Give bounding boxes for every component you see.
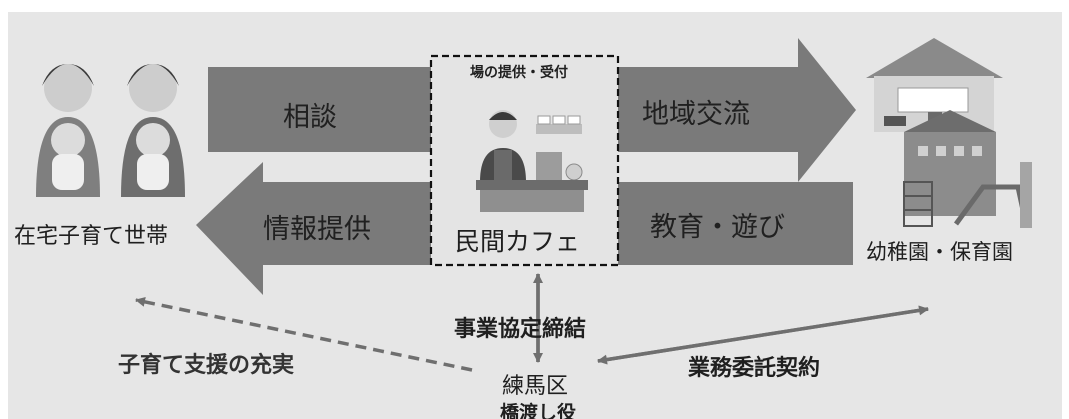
diagram-graphics: [36, 38, 1032, 372]
education-label: 教育・遊び: [650, 212, 785, 243]
cafe-box: [429, 54, 620, 267]
kindergarten-illustration: [866, 38, 1032, 228]
consignment-arrow-back: [597, 307, 929, 365]
ward-role: 橋渡し役: [500, 402, 577, 419]
consignment-label: 業務委託契約: [688, 356, 821, 381]
agreement-label: 事業協定締結: [454, 317, 587, 342]
households-label: 在宅子育て世帯: [14, 224, 169, 249]
cafe-staff-illustration: [476, 110, 588, 212]
consult-label: 相談: [283, 102, 337, 133]
kindergarten-label: 幼稚園・保育園: [866, 240, 1013, 264]
ward-name: 練馬区: [502, 374, 569, 399]
diagram-canvas: 相談 地域交流 情報提供 教育・遊び 場の提供・受付 民間カフェ 在宅子育て世帯…: [8, 12, 1062, 419]
childcare-support-arrow: [135, 296, 473, 372]
info-label: 情報提供: [263, 214, 371, 245]
cafe-top-label: 場の提供・受付: [470, 65, 568, 81]
cafe-name: 民間カフェ: [455, 227, 581, 256]
households-illustration: [36, 64, 185, 197]
community-label: 地域交流: [642, 99, 750, 130]
childcare-support-label: 子育て支援の充実: [118, 353, 295, 378]
